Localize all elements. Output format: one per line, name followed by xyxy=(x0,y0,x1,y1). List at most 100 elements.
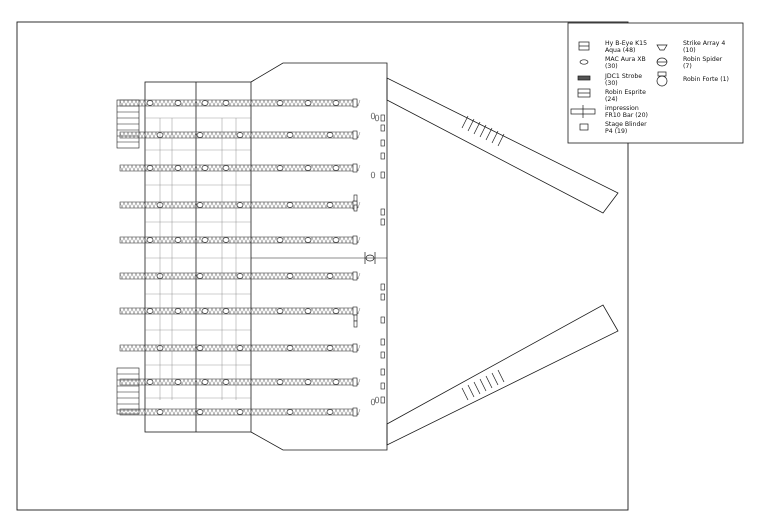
lower-runway-stairs xyxy=(461,369,505,401)
truss-row-3 xyxy=(119,163,361,173)
truss-fixture-icon xyxy=(304,100,312,106)
stage-blinder-icon xyxy=(579,123,589,131)
robin-spider-icon xyxy=(374,396,380,404)
mac-aura-icon xyxy=(579,59,589,65)
stage-blinder-icon xyxy=(380,218,385,226)
truss-fixture-icon xyxy=(201,237,209,243)
strike-array-icon xyxy=(656,44,668,51)
legend-label-aura-2: (30) xyxy=(605,63,618,70)
legend-label-esprite-2: (24) xyxy=(605,96,618,103)
stage-blinder-icon xyxy=(353,204,358,212)
stage-blinder-icon xyxy=(380,382,385,390)
stage-outline xyxy=(144,62,619,451)
stage-blinder-icon xyxy=(380,396,385,404)
truss-fixture-icon xyxy=(201,308,209,314)
esprite-icon xyxy=(577,88,591,98)
truss-fixture-icon xyxy=(146,165,154,171)
truss-fixture-icon xyxy=(326,409,334,415)
truss-row-7 xyxy=(119,306,361,316)
legend-label-fr10-2: FR10 Bar (20) xyxy=(605,112,648,119)
truss-fixture-icon xyxy=(276,379,284,385)
truss-fixture-icon xyxy=(236,409,244,415)
legend-label-strobe-2: (30) xyxy=(605,80,618,87)
drawing-border xyxy=(16,21,629,511)
truss-fixture-icon xyxy=(222,100,230,106)
truss-end-icon xyxy=(352,407,358,417)
upstage-stairs-top xyxy=(116,99,140,149)
truss-fixture-icon xyxy=(201,165,209,171)
truss-fixture-icon xyxy=(196,273,204,279)
truss-fixture-icon xyxy=(196,202,204,208)
legend-frame xyxy=(567,22,744,144)
legend-label-blinder-2: P4 (19) xyxy=(605,128,627,135)
legend-label-blinder-1: Stage Blinder xyxy=(605,121,647,128)
truss-fixture-icon xyxy=(174,237,182,243)
truss-fixture-icon xyxy=(286,409,294,415)
truss-fixture-icon xyxy=(174,379,182,385)
truss-end-icon xyxy=(352,130,358,140)
legend-label-strike-1: Strike Array 4 xyxy=(683,40,725,47)
truss-fixture-icon xyxy=(236,345,244,351)
truss-fixture-icon xyxy=(276,100,284,106)
truss-fixture-icon xyxy=(326,273,334,279)
fr10-bar-icon xyxy=(570,105,596,118)
robin-spider-icon xyxy=(370,171,376,179)
truss-end-icon xyxy=(352,343,358,353)
legend-label-fr10-1: impression xyxy=(605,105,639,112)
robin-spider-icon xyxy=(370,398,376,406)
truss-fixture-icon xyxy=(286,202,294,208)
truss-row-8 xyxy=(119,343,361,353)
strobe-icon xyxy=(577,75,591,81)
stage-blinder-icon xyxy=(353,194,358,202)
truss-fixture-icon xyxy=(146,379,154,385)
robin-spider-icon xyxy=(374,114,380,122)
truss-fixture-icon xyxy=(222,237,230,243)
stage-blinder-icon xyxy=(380,368,385,376)
truss-fixture-icon xyxy=(201,100,209,106)
truss-fixture-icon xyxy=(174,308,182,314)
truss-fixture-icon xyxy=(236,202,244,208)
stage-blinder-icon xyxy=(380,114,385,122)
truss-fixture-icon xyxy=(304,308,312,314)
robin-forte-icon xyxy=(656,71,668,87)
truss-fixture-icon xyxy=(146,308,154,314)
upstage-stairs-bottom xyxy=(116,367,140,415)
truss-fixture-icon xyxy=(276,308,284,314)
truss-row-9 xyxy=(119,377,361,387)
stage-blinder-icon xyxy=(353,320,358,328)
stage-blinder-icon xyxy=(380,338,385,346)
robin-spider-icon xyxy=(656,57,668,67)
truss-row-5 xyxy=(119,235,361,245)
stage-blinder-icon xyxy=(380,139,385,147)
truss-fixture-icon xyxy=(304,165,312,171)
truss-row-6 xyxy=(119,271,361,281)
truss-fixture-icon xyxy=(196,345,204,351)
truss-fixture-icon xyxy=(332,237,340,243)
centre-strike-array xyxy=(364,252,376,264)
truss-fixture-icon xyxy=(236,132,244,138)
truss-fixture-icon xyxy=(222,165,230,171)
truss-end-icon xyxy=(352,163,358,173)
truss-fixture-icon xyxy=(201,379,209,385)
truss-fixture-icon xyxy=(286,273,294,279)
upper-runway-stairs xyxy=(461,115,505,147)
truss-end-icon xyxy=(352,271,358,281)
truss-fixture-icon xyxy=(146,237,154,243)
truss-fixture-icon xyxy=(332,100,340,106)
truss-fixture-icon xyxy=(196,132,204,138)
legend-label-esprite-1: Robin Esprite xyxy=(605,89,646,96)
stage-blinder-icon xyxy=(380,283,385,291)
truss-fixture-icon xyxy=(332,308,340,314)
truss-fixture-icon xyxy=(222,308,230,314)
truss-fixture-icon xyxy=(156,409,164,415)
legend-label-aura-1: MAC Aura XB xyxy=(605,56,646,63)
legend: Hy B-Eye K15 Aqua (48) MAC Aura XB (30) … xyxy=(567,22,744,144)
hybeye-icon xyxy=(578,41,590,51)
legend-label-forte-1: Robin Forte (1) xyxy=(683,76,729,83)
legend-label-hybeye-2: Aqua (48) xyxy=(605,47,635,54)
truss-fixture-icon xyxy=(236,273,244,279)
stage-blinder-icon xyxy=(380,152,385,160)
truss-fixture-icon xyxy=(174,100,182,106)
truss-fixture-icon xyxy=(326,132,334,138)
